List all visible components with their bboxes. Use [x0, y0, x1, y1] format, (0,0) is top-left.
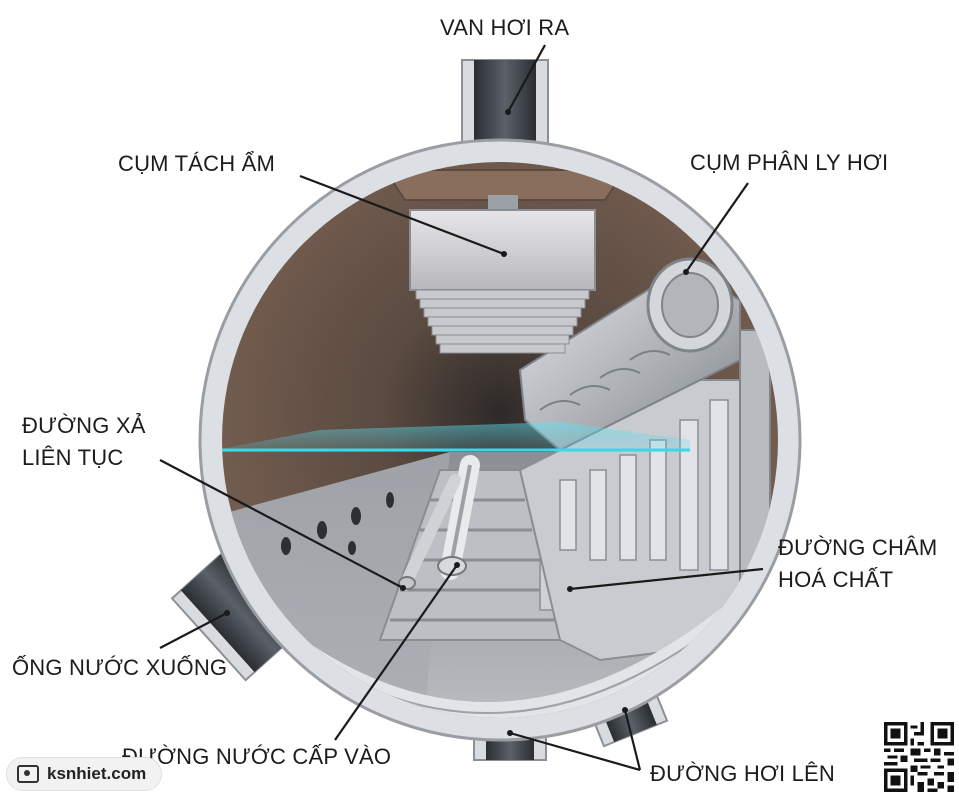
cyclone-separator-bank: [518, 257, 741, 452]
label-steam-outlet: VAN HƠI RA: [440, 15, 570, 40]
label-feedwater-inlet: ĐƯỜNG NƯỚC CẤP VÀO: [122, 744, 392, 769]
internal-piping: [378, 455, 579, 641]
label-continuous-blowdown-line2: LIÊN TỤC: [22, 445, 124, 470]
label-cyclone-separator: CỤM PHÂN LY HƠI: [690, 150, 889, 175]
label-downcomer: ỐNG NƯỚC XUỐNG: [12, 655, 228, 680]
label-chemical-dosing-line1: ĐƯỜNG CHÂM: [778, 535, 938, 560]
blowdown-holes: [281, 492, 394, 555]
label-riser: ĐƯỜNG HƠI LÊN: [650, 761, 836, 786]
label-continuous-blowdown-line1: ĐƯỜNG XẢ: [22, 413, 146, 438]
watermark-badge: ksnhiet.com: [6, 757, 162, 791]
qr-code-icon: [884, 722, 954, 792]
moisture-separator: [383, 169, 627, 354]
camera-icon: [17, 765, 39, 783]
watermark-text: ksnhiet.com: [47, 764, 147, 783]
leader-lines: [159, 44, 764, 772]
water-surface: [222, 422, 690, 452]
leader-dots: [224, 109, 689, 736]
label-moisture-separator: CỤM TÁCH ẨM: [118, 151, 276, 176]
label-chemical-dosing-line2: HOÁ CHẤT: [778, 567, 894, 592]
